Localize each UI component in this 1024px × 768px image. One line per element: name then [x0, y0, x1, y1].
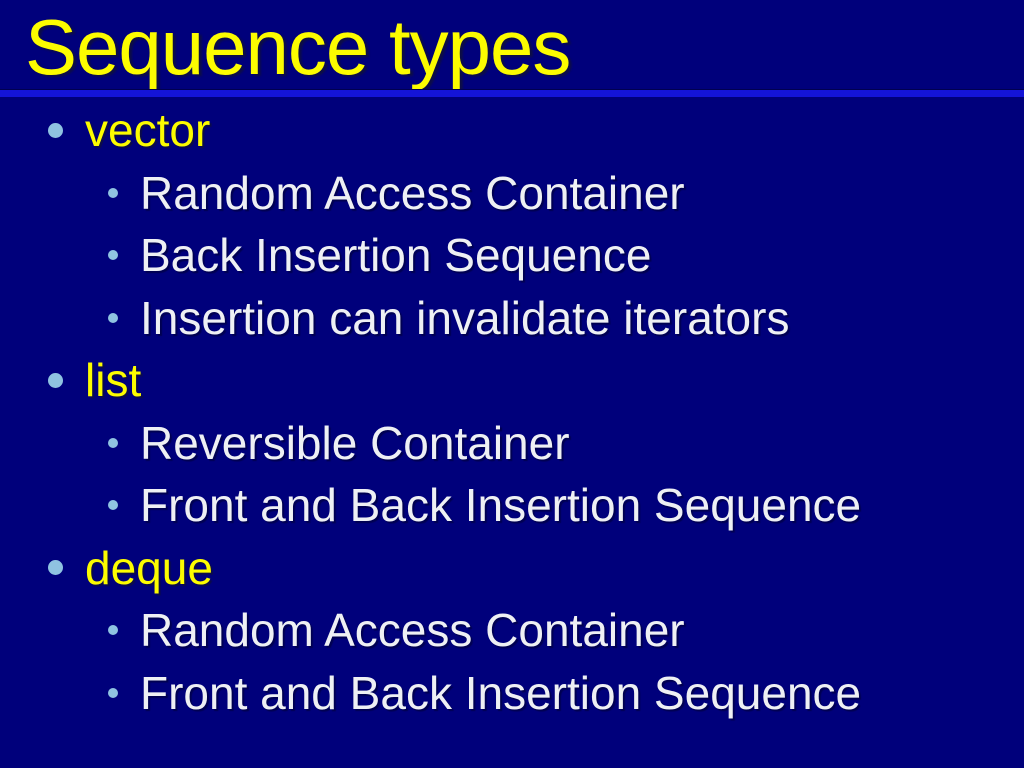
list-item-label: vector	[85, 104, 211, 157]
list-item-label: list	[85, 354, 142, 407]
bullet-dot-icon	[108, 187, 118, 198]
list-item: Reversible Container	[0, 412, 1024, 475]
list-item-list: list	[0, 349, 1024, 412]
bullet-dot-icon	[108, 312, 118, 323]
list-item: Insertion can invalidate iterators	[0, 287, 1024, 350]
list-item-label: Insertion can invalidate iterators	[140, 291, 790, 344]
bullet-dot-icon	[108, 687, 118, 698]
list-item: Back Insertion Sequence	[0, 224, 1024, 287]
slide-title: Sequence types	[25, 3, 571, 91]
list-item: Random Access Container	[0, 599, 1024, 662]
list-item-deque: deque	[0, 537, 1024, 600]
list-item-label: Front and Back Insertion Sequence	[140, 479, 862, 532]
list-item-label: Back Insertion Sequence	[140, 229, 652, 282]
list-item-label: Random Access Container	[140, 604, 685, 657]
title-underline	[0, 89, 1024, 97]
bullet-dot-icon	[48, 122, 63, 138]
list-item-label: Random Access Container	[140, 166, 685, 219]
bullet-dot-icon	[48, 372, 63, 388]
bullet-dot-icon	[108, 250, 118, 261]
list-item: Random Access Container	[0, 162, 1024, 225]
bullet-dot-icon	[108, 437, 118, 448]
bullet-dot-icon	[108, 500, 118, 511]
list-item-label: Reversible Container	[140, 416, 570, 469]
list-item-vector: vector	[0, 99, 1024, 162]
bullet-dot-icon	[48, 560, 63, 576]
bullet-list: vector Random Access Container Back Inse…	[0, 99, 1024, 724]
list-item-label: deque	[85, 541, 213, 594]
list-item-label: Front and Back Insertion Sequence	[140, 666, 862, 719]
bullet-dot-icon	[108, 625, 118, 636]
list-item: Front and Back Insertion Sequence	[0, 662, 1024, 725]
list-item: Front and Back Insertion Sequence	[0, 474, 1024, 537]
